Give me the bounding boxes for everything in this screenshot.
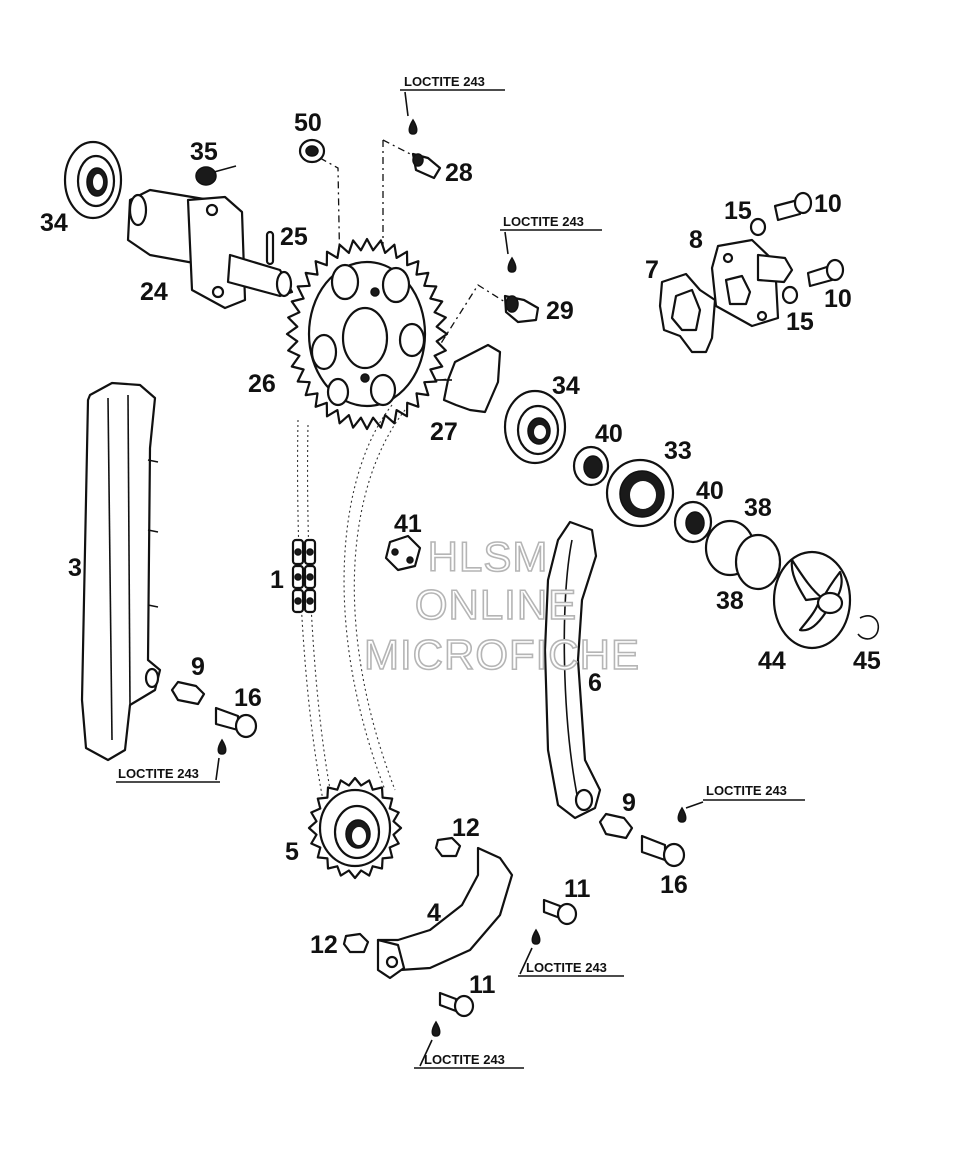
gasket-7	[658, 272, 717, 354]
part-label-24: 24	[140, 278, 168, 306]
seal-33	[605, 458, 675, 528]
part-label-9: 9	[191, 653, 205, 681]
bearing-34-left	[63, 140, 123, 220]
part-label-12: 12	[310, 931, 338, 959]
part-number-labels: 1 3 4 5 6 7 8 9 9 10 10 11 11 12 12 15 1…	[40, 109, 881, 999]
part-label-41: 41	[394, 510, 422, 538]
part-label-15: 15	[724, 197, 752, 225]
washer-15-upper	[749, 217, 767, 237]
watermark-line-1: HLSM	[428, 533, 549, 580]
part-label-8: 8	[689, 226, 703, 254]
part-label-16: 16	[660, 871, 688, 899]
bushing-12-upper	[434, 836, 462, 858]
loctite-leader-lines	[116, 89, 805, 1069]
seal-40-upper	[572, 445, 610, 487]
screw-29	[503, 294, 540, 324]
loctite-note: LOCTITE 243	[706, 783, 787, 798]
part-label-10: 10	[814, 190, 842, 218]
bushing-9-left	[170, 680, 206, 706]
part-label-6: 6	[588, 669, 602, 697]
part-label-25: 25	[280, 223, 308, 251]
chain-guide-6	[543, 520, 602, 820]
loctite-note: LOCTITE 243	[404, 74, 485, 89]
bushing-12-lower	[342, 932, 370, 954]
part-label-33: 33	[664, 437, 692, 465]
circlip-45	[857, 615, 880, 640]
slider-27	[436, 343, 502, 414]
screw-28	[411, 152, 442, 180]
part-label-26: 26	[248, 370, 276, 398]
washer-15-lower	[781, 285, 799, 305]
spring-35	[195, 165, 237, 186]
watermark: HLSM ONLINE MICROFICHE	[363, 532, 640, 679]
timing-chain-path	[297, 404, 406, 811]
part-label-34: 34	[40, 209, 68, 237]
crankshaft-sprocket-5	[307, 776, 403, 880]
part-label-12: 12	[452, 814, 480, 842]
impeller-44	[772, 550, 852, 650]
watermark-line-3: MICROFICHE	[364, 631, 640, 678]
part-label-34: 34	[552, 372, 580, 400]
part-label-28: 28	[445, 159, 473, 187]
watermark-line-2: ONLINE	[415, 581, 577, 628]
bolt-10-lower	[806, 258, 845, 288]
chain-guide-4	[376, 846, 514, 980]
loctite-notes: LOCTITE 243 LOCTITE 243 LOCTITE 243 LOCT…	[118, 74, 787, 1067]
part-label-7: 7	[645, 256, 659, 284]
bolt-10-upper	[773, 191, 813, 222]
bolt-16-right	[640, 834, 686, 868]
bolt-11-upper	[542, 898, 578, 926]
o-rings-38	[704, 519, 782, 591]
part-label-27: 27	[430, 418, 458, 446]
part-label-45: 45	[853, 647, 881, 675]
bushing-9-right	[598, 812, 634, 840]
loctite-note: LOCTITE 243	[118, 766, 199, 781]
part-label-4: 4	[427, 899, 441, 927]
part-label-5: 5	[285, 838, 299, 866]
part-label-35: 35	[190, 138, 218, 166]
part-label-1: 1	[270, 566, 284, 594]
pin-25	[265, 230, 275, 266]
part-label-3: 3	[68, 554, 82, 582]
loctite-drops	[217, 118, 687, 1037]
part-label-29: 29	[546, 297, 574, 325]
part-label-40: 40	[595, 420, 623, 448]
loctite-note: LOCTITE 243	[503, 214, 584, 229]
part-label-38: 38	[744, 494, 772, 522]
part-label-16: 16	[234, 684, 262, 712]
camshaft-24	[126, 188, 294, 310]
part-label-40: 40	[696, 477, 724, 505]
bearing-34-right	[503, 389, 567, 465]
bolt-11-lower	[438, 991, 475, 1018]
part-label-44: 44	[758, 647, 786, 675]
bolt-16-left	[214, 706, 258, 739]
chain-link-41	[384, 534, 422, 572]
nut-50	[298, 138, 326, 164]
seal-40-lower	[673, 500, 713, 544]
part-label-10: 10	[824, 285, 852, 313]
loctite-note: LOCTITE 243	[424, 1052, 505, 1067]
part-label-11: 11	[469, 971, 496, 999]
part-label-38: 38	[716, 587, 744, 615]
chain-guide-3	[80, 381, 162, 762]
part-label-15: 15	[786, 308, 814, 336]
part-label-9: 9	[622, 789, 636, 817]
part-label-50: 50	[294, 109, 322, 137]
chain-tensioner-8	[710, 238, 794, 328]
camshaft-sprocket-26	[285, 237, 449, 431]
loctite-note: LOCTITE 243	[526, 960, 607, 975]
timing-chain-1	[291, 538, 317, 614]
part-label-11: 11	[564, 875, 591, 903]
